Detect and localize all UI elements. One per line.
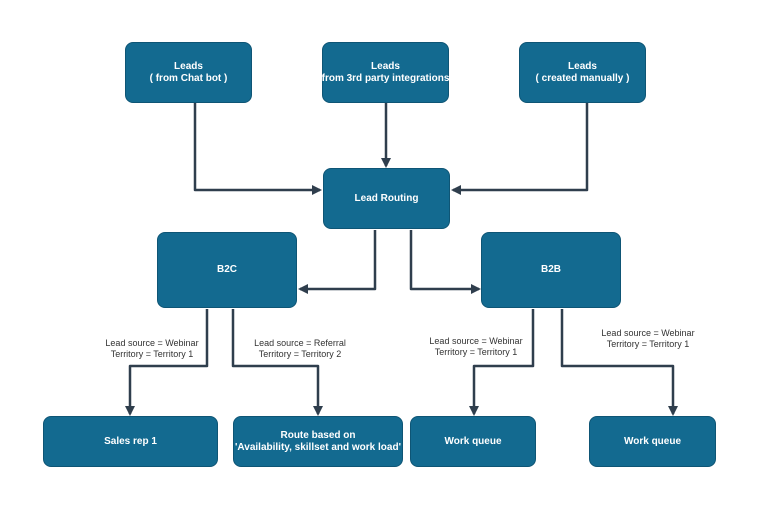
- edge-b2b-to-work-queue-2: [560, 309, 678, 416]
- label-line: Lead source = Webinar: [105, 338, 199, 348]
- node-title: Leads: [174, 60, 203, 72]
- node-leads-manual[interactable]: Leads ( created manually ): [519, 42, 646, 103]
- node-title: Lead Routing: [354, 192, 419, 204]
- node-work-queue-2[interactable]: Work queue: [589, 416, 716, 467]
- edge-label-b2c-to-sales: Lead source = Webinar Territory = Territ…: [103, 338, 201, 360]
- node-subtitle: ( created manually ): [535, 72, 630, 84]
- node-leads-chat-bot[interactable]: Leads ( from Chat bot ): [125, 42, 252, 103]
- edge-b2c-to-route-based: [231, 309, 323, 416]
- edge-label-b2b-to-work-queue-2: Lead source = Webinar Territory = Territ…: [599, 328, 697, 350]
- edge-routing-to-b2b: [409, 230, 481, 294]
- edge-label-b2c-to-route: Lead source = Referral Territory = Terri…: [251, 338, 349, 360]
- edge-manual-to-routing: [451, 103, 589, 195]
- node-route-based[interactable]: Route based on 'Availability, skillset a…: [233, 416, 403, 467]
- node-title: Sales rep 1: [104, 435, 157, 447]
- edge-label-b2b-to-work-queue-1: Lead source = Webinar Territory = Territ…: [427, 336, 525, 358]
- node-title: Leads: [568, 60, 597, 72]
- node-subtitle: 'Availability, skillset and work load': [235, 441, 401, 453]
- label-line: Lead source = Webinar: [429, 336, 523, 346]
- node-title: B2C: [216, 264, 237, 275]
- node-subtitle: ( from Chat bot ): [149, 72, 228, 84]
- node-leads-3rd-party[interactable]: Leads ( from 3rd party integrations ): [316, 42, 456, 103]
- label-line: Lead source = Referral: [254, 338, 346, 348]
- node-b2b[interactable]: B2B: [481, 232, 621, 308]
- label-line: Territory = Territory 1: [110, 349, 194, 359]
- node-title: Work queue: [444, 435, 502, 447]
- node-subtitle: ( from 3rd party integrations ): [315, 72, 456, 84]
- edge-b2c-to-sales-rep: [125, 309, 209, 416]
- edge-routing-to-b2c: [298, 230, 377, 294]
- node-title: B2B: [540, 264, 561, 275]
- node-title: Work queue: [623, 435, 682, 447]
- label-line: Territory = Territory 2: [258, 349, 342, 359]
- node-lead-routing[interactable]: Lead Routing: [323, 168, 450, 229]
- node-work-queue-1[interactable]: Work queue: [410, 416, 536, 467]
- label-line: Lead source = Webinar: [601, 328, 695, 338]
- node-b2c[interactable]: B2C: [157, 232, 297, 308]
- node-title: Leads: [371, 60, 400, 72]
- node-title: Route based on: [280, 429, 356, 441]
- edge-chatbot-to-routing: [193, 103, 322, 195]
- label-line: Territory = Territory 1: [434, 347, 518, 357]
- node-sales-rep-1[interactable]: Sales rep 1: [43, 416, 218, 467]
- edge-b2b-to-work-queue-1: [469, 309, 535, 416]
- label-line: Territory = Territory 1: [606, 339, 690, 349]
